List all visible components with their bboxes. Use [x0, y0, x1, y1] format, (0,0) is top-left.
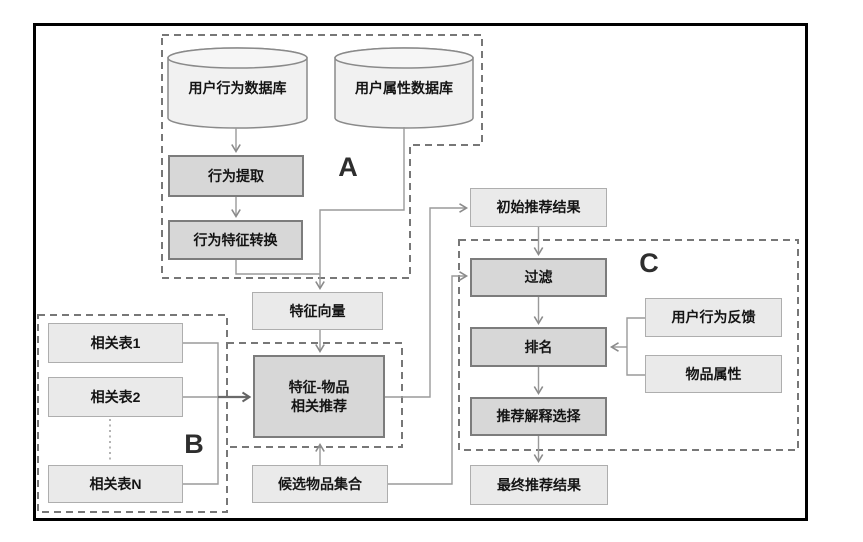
feature-item-rec-line1: 特征-物品 [288, 378, 350, 395]
node-related-table-2: 相关表2 [48, 377, 183, 417]
node-candidate-item-set: 候选物品集合 [252, 465, 388, 503]
node-related-table-n: 相关表N [48, 465, 183, 503]
edge-attributedb-to-featurevector [315, 127, 405, 291]
node-behavior-extraction: 行为提取 [168, 155, 304, 197]
feature-item-rec-line2: 相关推荐 [291, 397, 347, 414]
edge-conversion-to-featurevector [235, 260, 320, 275]
region-a-outline [161, 34, 483, 279]
outer-frame [33, 23, 808, 521]
edge-feedback-bracket [626, 317, 645, 376]
node-behavior-feature-conversion: 行为特征转换 [168, 220, 303, 260]
user-behavior-db-label: 用户行为数据库 [188, 80, 287, 96]
node-explanation-selection: 推荐解释选择 [470, 397, 607, 436]
node-related-table-1: 相关表1 [48, 323, 183, 363]
node-user-behavior-feedback: 用户行为反馈 [645, 298, 782, 337]
edge-related-tables-collector [183, 342, 219, 485]
region-b-outline [37, 314, 228, 513]
user-attribute-db-cylinder [334, 47, 474, 129]
user-attribute-db-label: 用户属性数据库 [355, 80, 453, 96]
user-behavior-db-cylinder [167, 47, 308, 129]
node-item-attributes: 物品属性 [645, 355, 782, 393]
edge-core-to-initialresult [385, 203, 469, 398]
region-c-label: C [639, 247, 659, 278]
region-core-outline [226, 342, 403, 448]
edge-candidateset-to-filter [388, 271, 469, 485]
node-final-recommendation-result: 最终推荐结果 [470, 465, 608, 505]
node-feature-item-recommendation: 特征-物品 相关推荐 [253, 355, 385, 438]
region-a-label: A [338, 151, 358, 182]
node-filter: 过滤 [470, 258, 607, 297]
node-ranking: 排名 [470, 327, 607, 367]
region-b-label: B [184, 428, 204, 459]
node-feature-vector: 特征向量 [252, 292, 383, 330]
node-initial-recommendation-result: 初始推荐结果 [470, 188, 607, 227]
